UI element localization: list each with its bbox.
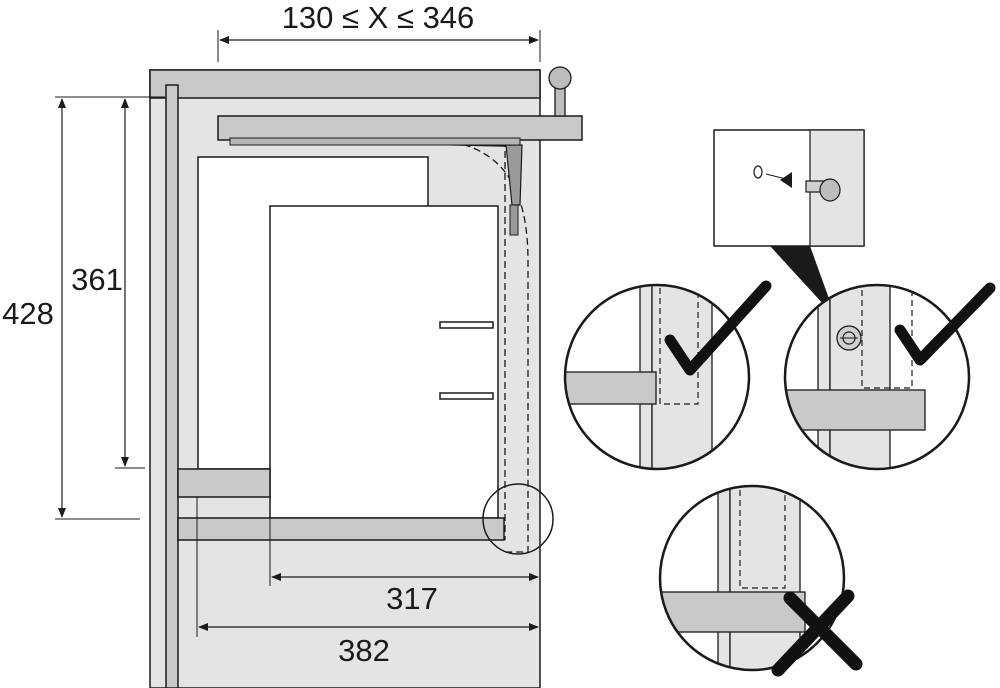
dimension-height-outer: 428 — [0, 96, 165, 520]
lift-link — [509, 204, 519, 236]
cabinet — [149, 66, 583, 688]
dimension-depth-outer: 382 — [196, 497, 541, 668]
screw-hole — [753, 165, 763, 179]
detail-correct-b — [783, 282, 996, 471]
dimension-label-depth-inner: 317 — [386, 581, 438, 616]
screw-detail-box — [713, 129, 865, 318]
front-door — [269, 205, 499, 519]
cross-mark-icon — [771, 589, 863, 677]
check-mark-icon — [664, 280, 772, 376]
cabinet-top-panel — [149, 69, 541, 99]
check-mark-icon — [894, 282, 996, 366]
dimension-depth-inner: 317 — [269, 518, 541, 616]
hinge-pin-knob — [548, 66, 572, 90]
dimension-top: 130 ≤ X ≤ 346 — [217, 0, 541, 62]
dimension-label-top-range: 130 ≤ X ≤ 346 — [282, 0, 475, 35]
shelf-bottom — [177, 517, 505, 541]
callout-pointer — [770, 246, 836, 318]
dimension-label-height-outer: 428 — [2, 296, 54, 331]
dimension-label-depth-outer: 382 — [338, 633, 390, 668]
detail-callout-circle — [482, 483, 554, 555]
lift-arm-bar — [229, 137, 521, 146]
screw-head — [819, 178, 841, 202]
detail-correct-a — [563, 280, 772, 471]
dimension-height-inner: 361 — [66, 96, 150, 469]
shelf-upper — [177, 468, 271, 498]
insert-arrow-icon — [780, 172, 792, 188]
door-handle-upper — [439, 321, 494, 329]
worktop-board — [217, 115, 583, 141]
dimension-label-height-inner: 361 — [71, 262, 123, 297]
detail-incorrect — [658, 484, 863, 677]
cabinet-side-panel — [165, 84, 179, 688]
door-handle-lower — [439, 392, 494, 400]
